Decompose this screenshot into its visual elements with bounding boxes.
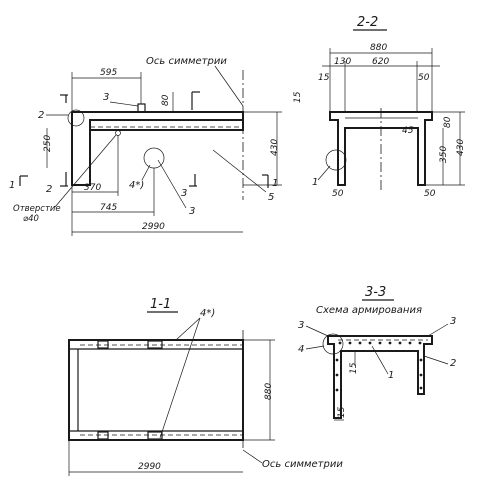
plan-outline bbox=[68, 339, 244, 441]
mark-4-plan-leader-2 bbox=[159, 317, 201, 439]
section-3-3-title: 3-3 bbox=[365, 285, 386, 300]
dim-45-22: 45 bbox=[402, 126, 414, 136]
mark-4-leader bbox=[141, 164, 151, 181]
elevation-view: 595 Ось симметрии 80 3 2 250 430 1 bbox=[9, 56, 282, 236]
dim-15-33-bottom: 15 bbox=[337, 406, 347, 418]
section-2-2-profile bbox=[329, 111, 433, 186]
mark-1-right: 1 bbox=[272, 178, 278, 189]
section-3-3-subtitle: Схема армирования bbox=[316, 305, 422, 316]
rebar-dots bbox=[335, 341, 423, 392]
mark-3-33-right: 3 bbox=[450, 316, 456, 327]
dim-80-elev: 80 bbox=[161, 94, 171, 106]
mark-3-33-right-leader bbox=[427, 323, 449, 337]
mark-5: 5 bbox=[268, 192, 274, 203]
detail-circle-33 bbox=[322, 333, 344, 355]
section-2-2-view: 2-2 880 130 620 15 50 15 80 45 350 430 bbox=[293, 15, 466, 199]
dim-880-22: 880 bbox=[370, 43, 387, 53]
section-2-2-title: 2-2 bbox=[357, 15, 378, 30]
mark-4-plan-leader-1 bbox=[175, 317, 201, 341]
axis-label-plan-leader bbox=[242, 449, 263, 464]
mark-2-33: 2 bbox=[450, 358, 456, 369]
dim-620: 620 bbox=[372, 57, 389, 67]
mark-4-plan: 4*) bbox=[200, 308, 215, 319]
plan-insert-bot-2 bbox=[97, 431, 109, 440]
mark-4-33: 4 bbox=[298, 344, 304, 355]
mark-3-33-left-leader bbox=[305, 325, 329, 337]
mark-1-33: 1 bbox=[388, 370, 394, 381]
section-3-3-profile bbox=[327, 335, 433, 419]
dim-15-22-left: 15 bbox=[318, 73, 330, 83]
dim-2990-elev: 2990 bbox=[142, 222, 165, 232]
mark-3-33-left: 3 bbox=[298, 320, 304, 331]
hole-leader bbox=[54, 134, 117, 208]
dim-595: 595 bbox=[100, 68, 117, 78]
section-3-3-view: 3-3 Схема армирования 3 bbox=[298, 285, 456, 421]
dim-15-22-side: 15 bbox=[293, 91, 303, 103]
mark-4-elev: 4*) bbox=[129, 180, 144, 191]
axis-leader-top bbox=[214, 65, 244, 107]
hole-label-2: ⌀40 bbox=[23, 214, 39, 224]
plan-insert-top bbox=[147, 340, 163, 349]
dim-50-22-bl: 50 bbox=[332, 189, 344, 199]
dim-2990-plan: 2990 bbox=[138, 462, 161, 472]
plan-1-1-title: 1-1 bbox=[150, 297, 171, 312]
axis-label-plan: Ось симметрии bbox=[262, 459, 343, 470]
dim-250: 250 bbox=[43, 135, 53, 152]
dim-15-33-top: 15 bbox=[349, 362, 359, 374]
dim-350-22: 350 bbox=[439, 146, 449, 163]
detail-circle-22 bbox=[325, 149, 347, 171]
dim-50-22-br: 50 bbox=[424, 189, 436, 199]
dim-80-22: 80 bbox=[443, 116, 453, 128]
hole-40 bbox=[115, 130, 121, 136]
axis-label-top: Ось симметрии bbox=[146, 56, 227, 67]
detail-circle-left bbox=[67, 109, 85, 127]
plan-insert-top-2 bbox=[97, 340, 109, 349]
dim-880-plan: 880 bbox=[264, 383, 274, 400]
mark-2-bottom: 2 bbox=[46, 184, 52, 195]
mark-4-33-leader bbox=[305, 345, 325, 350]
dim-430-22: 430 bbox=[456, 139, 466, 156]
hole-label-1: Отверстие bbox=[13, 204, 61, 214]
mark-1-33-leader bbox=[371, 345, 389, 375]
dim-430-elev: 430 bbox=[270, 139, 280, 156]
dim-130: 130 bbox=[334, 57, 351, 67]
lifting-loop-block bbox=[137, 103, 146, 113]
mark-1-left: 1 bbox=[9, 180, 15, 191]
dim-370: 370 bbox=[84, 183, 101, 193]
mark-1-22: 1 bbox=[312, 177, 318, 188]
mark-3-bottom2-leader bbox=[157, 159, 187, 209]
dim-50-22-top: 50 bbox=[418, 73, 430, 83]
mark-3-bottom: 3 bbox=[181, 188, 187, 199]
dim-745: 745 bbox=[100, 203, 117, 213]
mark-3-bottom2: 3 bbox=[189, 206, 195, 217]
mark-5-leader bbox=[212, 149, 267, 193]
mark-2-top: 2 bbox=[38, 110, 44, 121]
mark-3-top: 3 bbox=[103, 92, 109, 103]
plan-1-1-view: 1-1 4*) 880 2990 Ось симметрии bbox=[68, 297, 343, 476]
mark-3-top-leader bbox=[109, 101, 139, 107]
mark-1-22-leader bbox=[317, 165, 331, 181]
plan-insert-bot bbox=[147, 431, 163, 440]
mark-2-33-leader bbox=[423, 355, 449, 365]
